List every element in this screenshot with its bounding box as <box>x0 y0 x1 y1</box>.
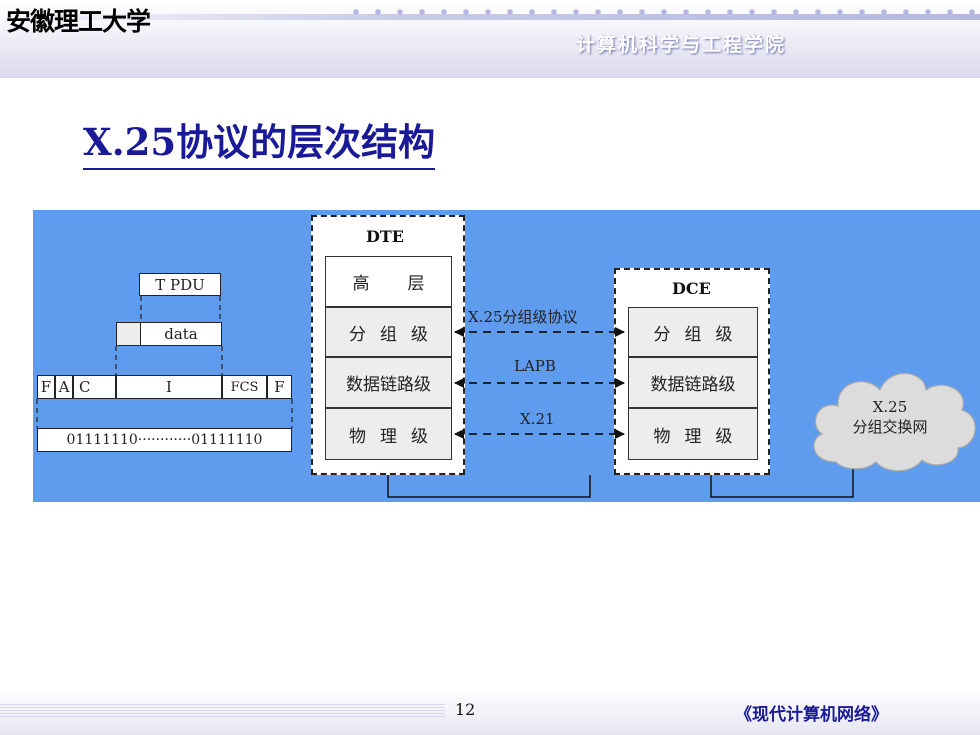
packet-protocol-label: X.25分组级协议 <box>468 308 578 326</box>
footer-stripe <box>0 704 445 718</box>
bit-stream: 01111110············01111110 <box>66 432 263 448</box>
dce-layer-packet: 分组级 <box>628 307 758 357</box>
network-label: X.25 分组交换网 <box>835 397 945 437</box>
network-label-line1: X.25 <box>872 398 908 416</box>
tpdu-label: T PDU <box>155 275 205 294</box>
university-name: 安徽理工大学 <box>6 7 151 36</box>
header-dot-pattern <box>345 5 980 19</box>
page-number: 12 <box>455 700 476 719</box>
network-label-line2: 分组交换网 <box>852 418 928 436</box>
lapb-label: LAPB <box>514 357 556 375</box>
dce-layer-datalink: 数据链路级 <box>628 357 758 408</box>
dte-layer-physical: 物理级 <box>325 408 452 460</box>
dce-layer-physical: 物理级 <box>628 408 758 460</box>
frame-field-c: C <box>73 375 116 399</box>
slide-title: X.25协议的层次结构 <box>83 112 436 170</box>
dte-label: DTE <box>366 227 404 246</box>
protocol-arrows <box>454 327 625 439</box>
cloud-icon <box>813 372 976 472</box>
frame-field-f1: F <box>37 375 55 399</box>
dte-layer-high: 高层 <box>325 256 452 307</box>
physical-connection-lines <box>387 460 854 498</box>
frame-mapping-lines <box>36 296 293 428</box>
data-box: data <box>140 322 222 346</box>
dte-layer-packet: 分组级 <box>325 307 452 357</box>
dce-label: DCE <box>672 279 711 298</box>
book-title: 《现代计算机网络》 <box>735 705 888 725</box>
x21-label: X.21 <box>520 410 555 428</box>
frame-field-i: I <box>116 375 222 399</box>
data-label: data <box>164 325 198 343</box>
dte-layer-datalink: 数据链路级 <box>325 357 452 408</box>
bit-stream-box: 01111110············01111110 <box>37 428 292 452</box>
frame-field-a: A <box>55 375 73 399</box>
frame-field-f2: F <box>267 375 292 399</box>
frame-field-fcs: FCS <box>222 375 267 399</box>
tpdu-box: T PDU <box>139 273 221 296</box>
department-name: 计算机科学与工程学院 <box>576 34 787 56</box>
